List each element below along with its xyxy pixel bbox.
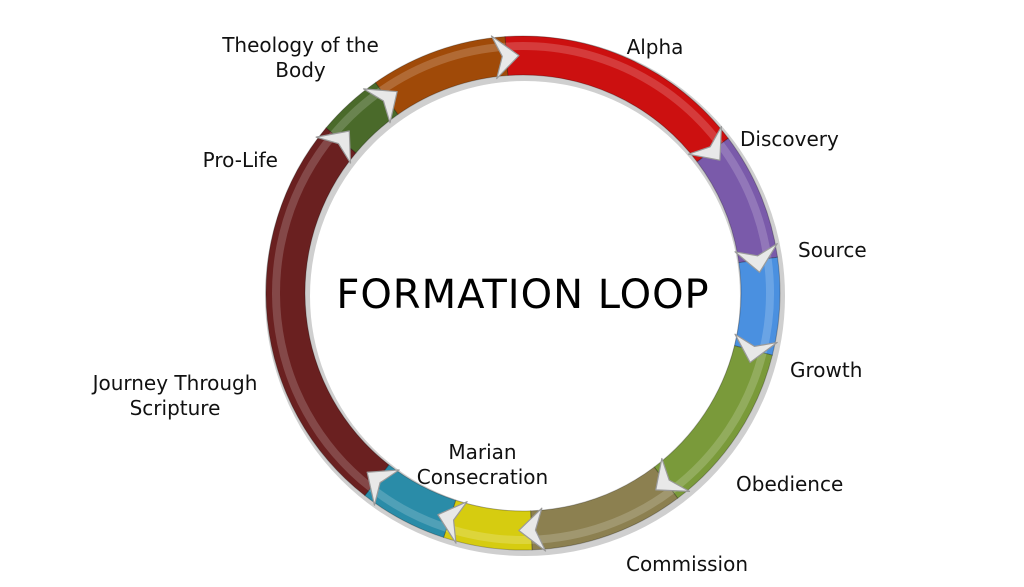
- chevron-arrow-icon: [490, 35, 520, 80]
- ring-highlight-pro-life: [330, 87, 384, 137]
- chevron-arrow-icon: [655, 457, 691, 493]
- chevron-arrow-icon: [437, 501, 468, 544]
- stage-label-pro-life: Pro-Life: [202, 148, 278, 172]
- chevron-arrow-icon: [734, 333, 778, 364]
- stage-label-commission: Commission: [625, 552, 749, 576]
- chevron-arrow-icon: [362, 88, 398, 124]
- stage-label-discovery: Discovery: [740, 127, 839, 151]
- stage-label-journey-through-scripture: Journey Through Scripture: [92, 371, 258, 420]
- chevron-arrow-icon: [734, 242, 778, 273]
- ring-segment-journey-through-scripture: [265, 127, 390, 497]
- diagram-title: FORMATION LOOP: [336, 272, 710, 318]
- stage-label-marian-consecration: Marian Consecration: [416, 440, 549, 489]
- stage-label-obedience: Obedience: [736, 472, 844, 496]
- ring-segment-commission: [442, 499, 533, 551]
- stage-label-alpha: Alpha: [626, 35, 684, 59]
- chevron-arrow-icon: [687, 125, 723, 161]
- ring-highlight-commission: [445, 524, 532, 544]
- ring-highlight-theology-of-the-body: [379, 42, 507, 94]
- ring-highlight-discovery: [717, 141, 772, 260]
- ring-highlight-obedience: [531, 487, 675, 544]
- stage-label-source: Source: [798, 238, 867, 262]
- ring-segment-marian-consecration: [364, 464, 457, 539]
- chevron-arrow-icon: [315, 130, 352, 164]
- stage-label-theology-of-the-body: Theology of the Body: [222, 33, 379, 82]
- ring-highlight-journey-through-scripture: [272, 131, 374, 491]
- ring-highlight-source: [758, 258, 774, 354]
- ring-highlight-alpha: [505, 42, 724, 147]
- stage-label-growth: Growth: [790, 358, 863, 382]
- ring-highlight-marian-consecration: [368, 484, 448, 532]
- ring-highlight-growth: [669, 351, 767, 494]
- chevron-arrow-icon: [366, 469, 400, 506]
- chevron-arrow-icon: [518, 507, 547, 552]
